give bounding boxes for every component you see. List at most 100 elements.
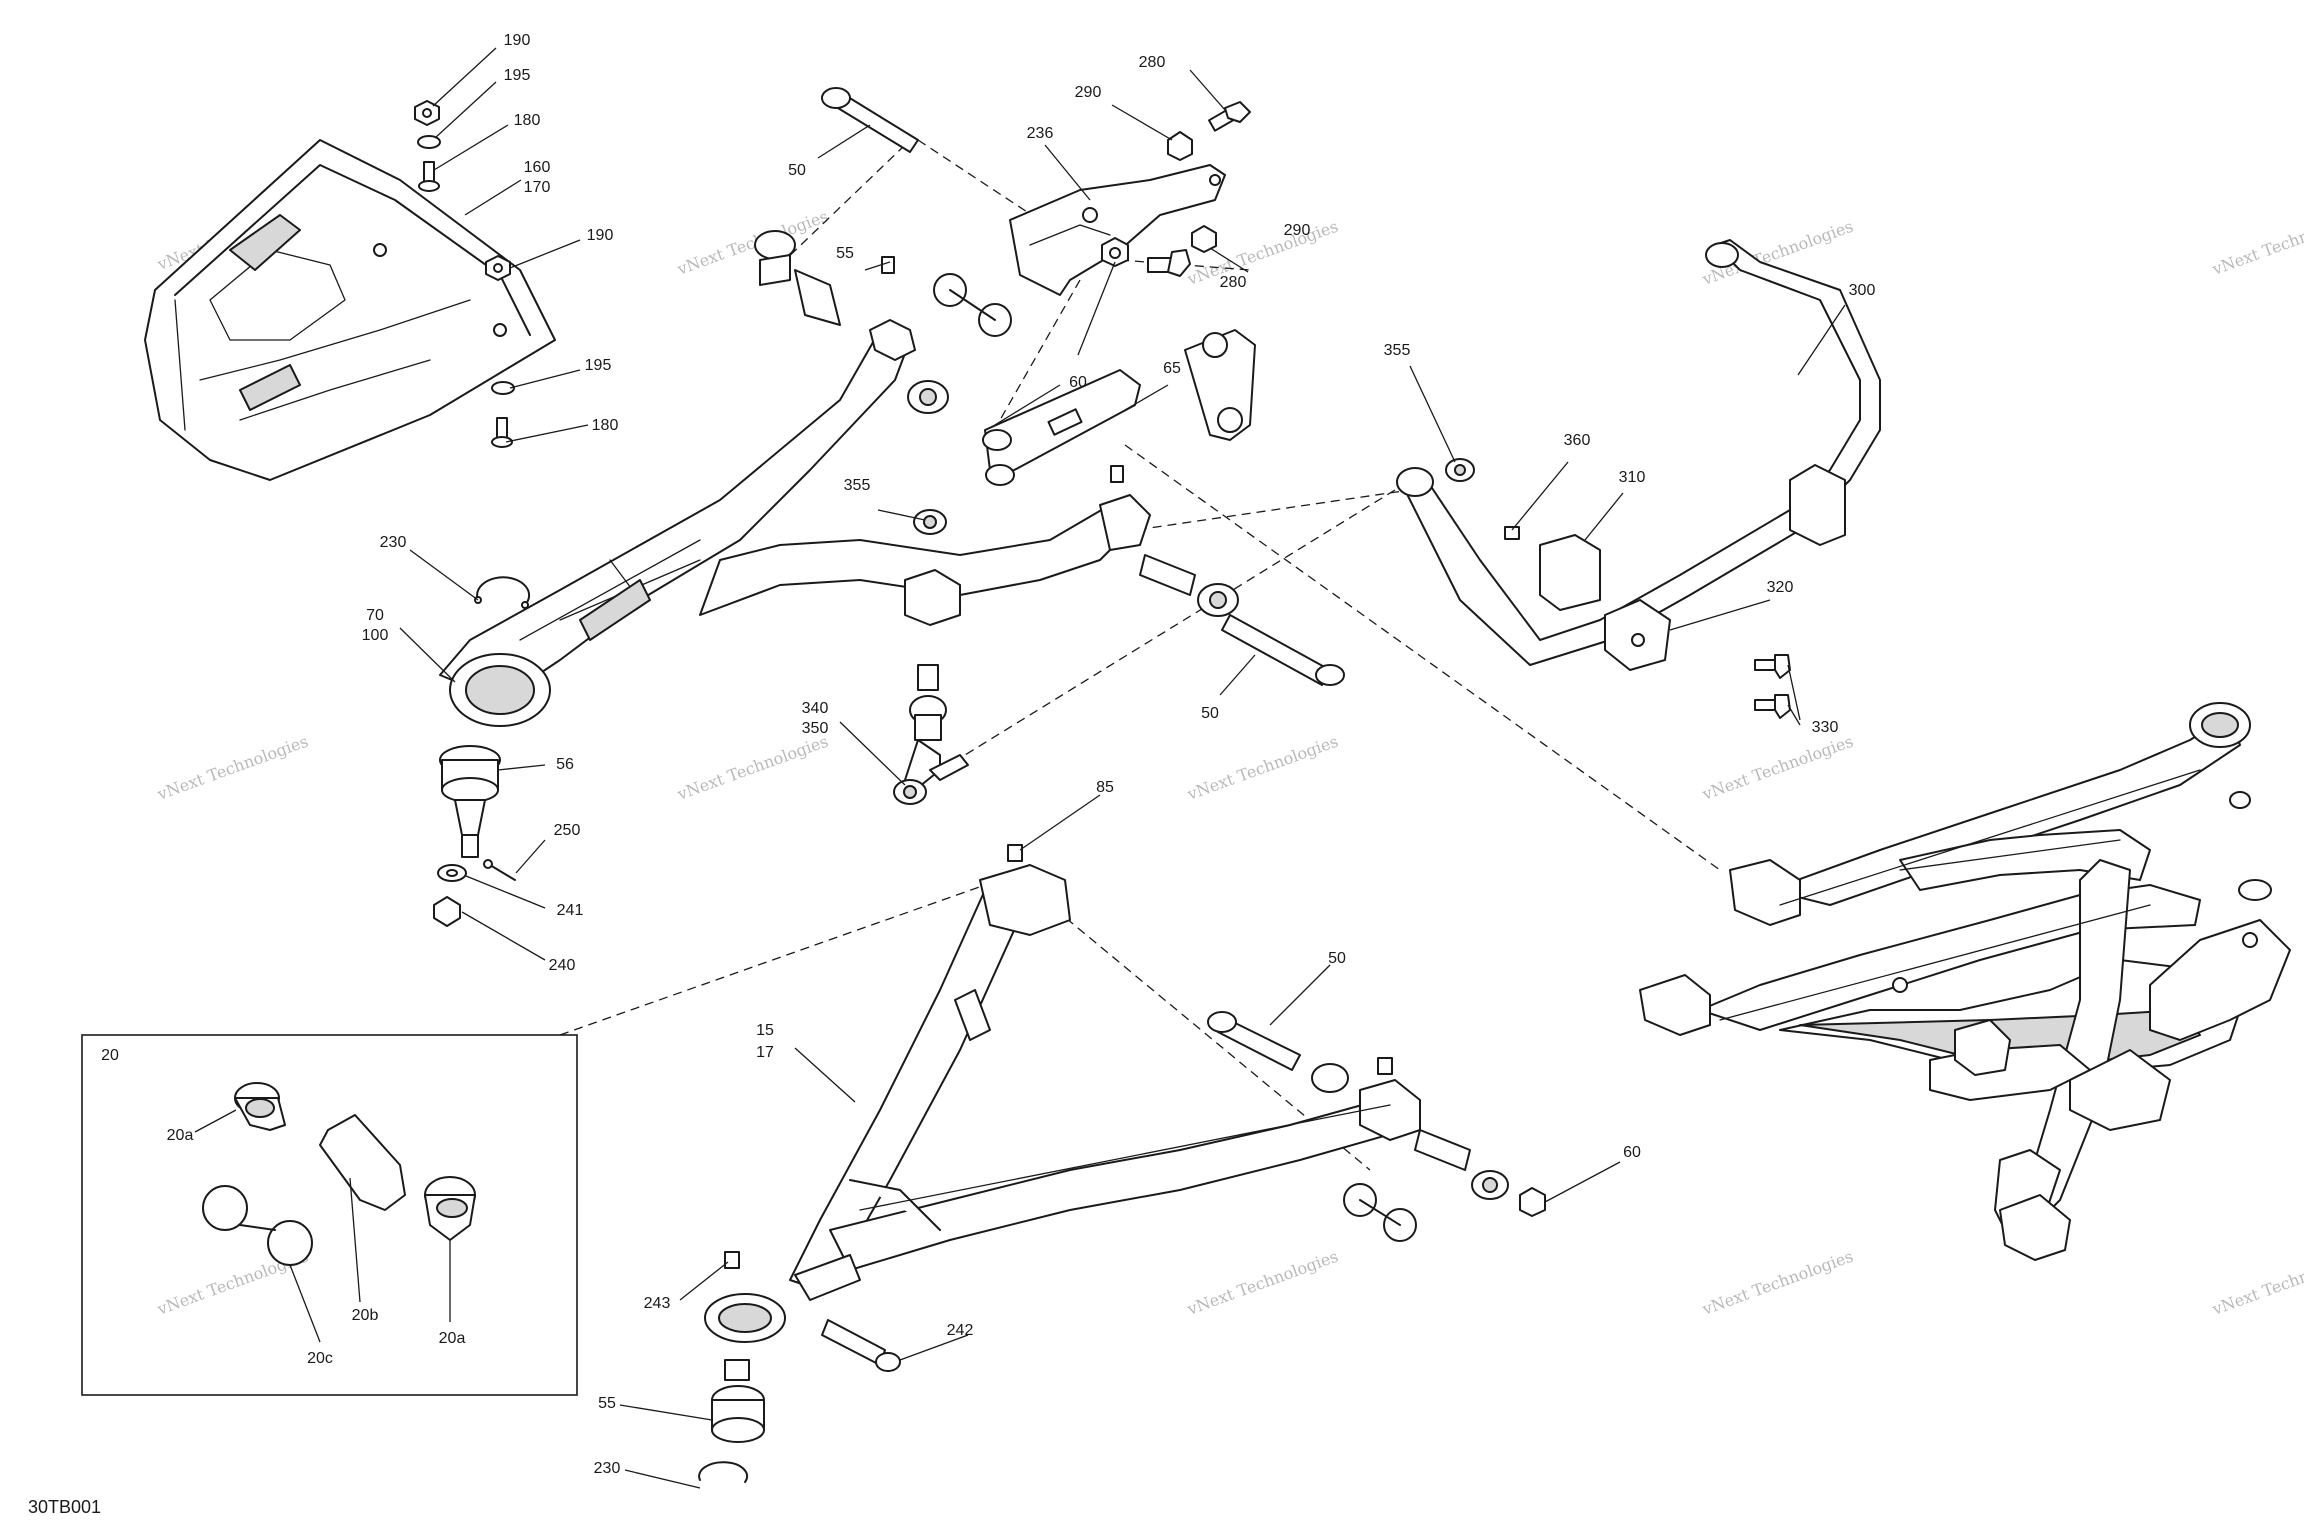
- watermark: vNext Technologies: [674, 207, 831, 280]
- callout-250: 250: [554, 822, 581, 839]
- callout-60: 60: [1623, 1144, 1641, 1161]
- skid-plate: [144, 139, 556, 481]
- svg-text:vNext Technologies: vNext Technologies: [674, 207, 831, 280]
- callout-15: 15: [756, 1022, 774, 1039]
- washer-195-mid: [491, 381, 515, 395]
- callout-56: 56: [556, 756, 574, 773]
- watermark: vNext Technologies: [2209, 207, 2304, 280]
- bolt-280-top: [1208, 101, 1251, 132]
- callout-20b: 20b: [352, 1307, 379, 1324]
- callout-20a: 20a: [167, 1127, 194, 1144]
- washers-lower-right: [1343, 1183, 1417, 1242]
- bushing-spacers-mid: [1139, 554, 1345, 686]
- stabilizer-bar-300: [1396, 239, 1881, 666]
- nut-290-mid: [1191, 225, 1217, 253]
- svg-text:vNext Technologies: vNext Technologies: [1184, 732, 1341, 805]
- upper-a-arm: [439, 319, 1151, 727]
- callout-50: 50: [1328, 950, 1346, 967]
- callout-290: 290: [1284, 222, 1311, 239]
- washer-355-mid: [913, 509, 947, 535]
- cotter-pin-250: [483, 859, 516, 881]
- watermark: vNext Technologies: [154, 732, 311, 805]
- callout-290: 290: [1075, 84, 1102, 101]
- callout-195: 195: [585, 357, 612, 374]
- svg-text:vNext Technologies: vNext Technologies: [1184, 1247, 1341, 1320]
- callout-65: 65: [1163, 360, 1181, 377]
- callout-360: 360: [1564, 432, 1591, 449]
- nut-60-lower: [1519, 1187, 1546, 1217]
- bolts-330: [1754, 654, 1791, 719]
- watermark: vNext Technologies: [1184, 1247, 1341, 1320]
- inset-washers-20c: [202, 1185, 313, 1266]
- callout-320: 320: [1767, 579, 1794, 596]
- washer-plates-upper: [933, 273, 1012, 337]
- callout-236: 236: [1027, 125, 1054, 142]
- callout-180: 180: [514, 112, 541, 129]
- bolt-180-mid: [491, 417, 513, 448]
- callout-195: 195: [504, 67, 531, 84]
- callout-180: 180: [592, 417, 619, 434]
- svg-text:vNext Technologies: vNext Technologies: [154, 732, 311, 805]
- nut-240: [433, 896, 461, 927]
- bolt-50-upper: [821, 87, 919, 153]
- ball-joint-56: [439, 745, 501, 858]
- callout-240: 240: [549, 957, 576, 974]
- callout-160: 160: [524, 159, 551, 176]
- inset-bushing-20a-right: [424, 1176, 476, 1241]
- callout-355: 355: [844, 477, 871, 494]
- ball-joint-55-lower: [711, 1359, 765, 1443]
- watermark: vNext Technologies: [674, 732, 831, 805]
- callout-310: 310: [1619, 469, 1646, 486]
- bolt-280-mid: [1147, 249, 1191, 277]
- callout-60: 60: [1069, 374, 1087, 391]
- callout-355: 355: [1384, 342, 1411, 359]
- svg-text:vNext Technologies: vNext Technologies: [2209, 1247, 2304, 1320]
- assembled-suspension: [1639, 702, 2291, 1261]
- leader-lines: [194, 47, 1846, 1489]
- inset-frame: [81, 1034, 578, 1396]
- bushing-55-upper: [754, 230, 949, 414]
- svg-text:vNext Technologies: vNext Technologies: [1699, 732, 1856, 805]
- plate-65: [982, 329, 1256, 486]
- watermark: vNext Technologies: [1184, 732, 1341, 805]
- callout-340: 340: [802, 700, 829, 717]
- callout-280: 280: [1139, 54, 1166, 71]
- bolt-50-lower: [1207, 1011, 1301, 1071]
- callout-243: 243: [644, 1295, 671, 1312]
- callout-190: 190: [587, 227, 614, 244]
- lower-a-arm: [704, 864, 1421, 1343]
- callout-55: 55: [836, 245, 854, 262]
- washer-241: [437, 864, 467, 882]
- callout-20a: 20a: [439, 1330, 466, 1347]
- nut-190-mid: [485, 255, 511, 281]
- bracket-236: [1009, 164, 1226, 296]
- callout-85: 85: [1096, 779, 1114, 796]
- watermark: vNext Technologies: [1699, 1247, 1856, 1320]
- callout-350: 350: [802, 720, 829, 737]
- callout-50: 50: [1201, 705, 1219, 722]
- callout-100: 100: [362, 627, 389, 644]
- circlip-230-lower: [698, 1461, 749, 1483]
- drawing-code: 30TB001: [28, 1497, 101, 1517]
- callout-55: 55: [598, 1395, 616, 1412]
- clamp-block-320: [1604, 599, 1671, 671]
- grease-fitting-85: [1007, 844, 1023, 862]
- svg-text:vNext Technologies: vNext Technologies: [1699, 1247, 1856, 1320]
- callout-280: 280: [1220, 274, 1247, 291]
- nut-190-top: [414, 100, 440, 126]
- callout-17: 17: [756, 1044, 774, 1061]
- link-rod-340: [893, 664, 969, 805]
- callout-300: 300: [1849, 282, 1876, 299]
- grease-fitting-243: [724, 1251, 740, 1269]
- bushing-310: [1539, 534, 1601, 611]
- washer-195-top: [417, 135, 441, 149]
- callout-50: 50: [788, 162, 806, 179]
- callouts: 190 195 180 160 170 190 195 180 50 236 2…: [28, 32, 1875, 1517]
- watermark: vNext Technologies: [2209, 1247, 2304, 1320]
- grease-fitting-right-lower: [1377, 1057, 1393, 1075]
- circlip-230-top: [474, 576, 531, 609]
- bolt-242: [821, 1319, 901, 1372]
- inset-sleeve-20b: [319, 1114, 406, 1211]
- svg-text:vNext Technologies: vNext Technologies: [2209, 207, 2304, 280]
